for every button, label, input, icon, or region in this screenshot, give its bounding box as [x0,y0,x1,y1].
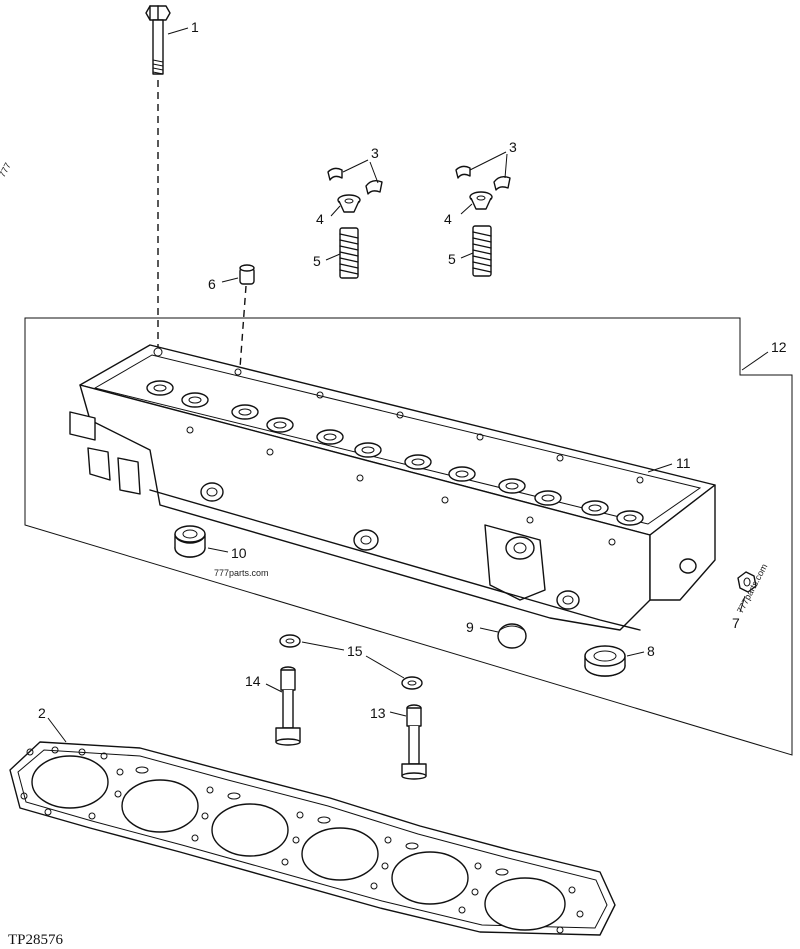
leader-7 [739,595,746,613]
leader-3a-1 [342,159,369,173]
valve-keepers-left [327,167,383,195]
head-gasket [9,741,616,936]
leader-3a-2 [369,161,379,184]
head-bolt [145,5,171,75]
callout-8: 8 [647,643,655,659]
leader-6 [221,277,239,283]
figure-id: TP28576 [8,932,64,948]
callout-4-right: 4 [444,211,452,227]
callout-14: 14 [245,673,261,689]
callout-12: 12 [771,339,787,355]
leader-5-left [325,253,341,261]
leader-3b-1 [469,151,507,171]
callout-5-right: 5 [448,251,456,267]
valve-bosses [146,380,644,526]
cylinder-head [69,344,716,631]
callout-10: 10 [231,545,247,561]
spring-retainer-right [469,191,493,210]
callout-1: 1 [191,19,199,35]
leader-4-left [330,205,341,217]
leader-8 [626,651,645,657]
callout-2: 2 [38,705,46,721]
leader-14 [265,683,283,693]
leader-2 [47,717,67,743]
washer-lower [401,676,423,690]
cylinder-bores [31,755,566,931]
gasket-holes [20,746,584,934]
washer-upper [279,634,301,648]
leader-5-right [460,252,474,259]
valve-spring-right [472,225,492,277]
leader-12 [741,351,769,371]
callout-9: 9 [466,619,474,635]
sleeve-13 [401,704,427,780]
bolt-leader [167,27,189,35]
callout-11: 11 [676,455,691,471]
leader-9 [479,627,499,633]
callout-7: 7 [732,615,740,631]
cylinder-head-assembly-boundary [24,317,793,756]
leader-15-a [301,641,345,651]
bushing [174,525,206,558]
cup-plug [497,623,527,649]
valve-spring-left [339,227,359,279]
callout-3-left: 3 [371,145,379,161]
callout-4-left: 4 [316,211,324,227]
leader-15-b [365,655,405,679]
leader-3b-2 [504,153,508,179]
callout-5-left: 5 [313,253,321,269]
callout-3-right: 3 [509,139,517,155]
leader-10 [207,547,229,553]
callout-13: 13 [370,705,386,721]
sleeve-14 [275,666,301,746]
nut [737,571,757,593]
seal-ring [584,645,626,677]
spring-retainer-left [337,194,361,213]
leader-13 [389,711,407,717]
watermark-left-edge: 777 [0,161,13,179]
callout-6: 6 [208,276,216,292]
valve-keepers-right [455,165,511,191]
plug [239,264,255,285]
callout-15: 15 [347,643,363,659]
watermark-center: 777parts.com [214,568,269,578]
leader-11 [647,463,673,473]
leader-4-right [460,203,473,215]
